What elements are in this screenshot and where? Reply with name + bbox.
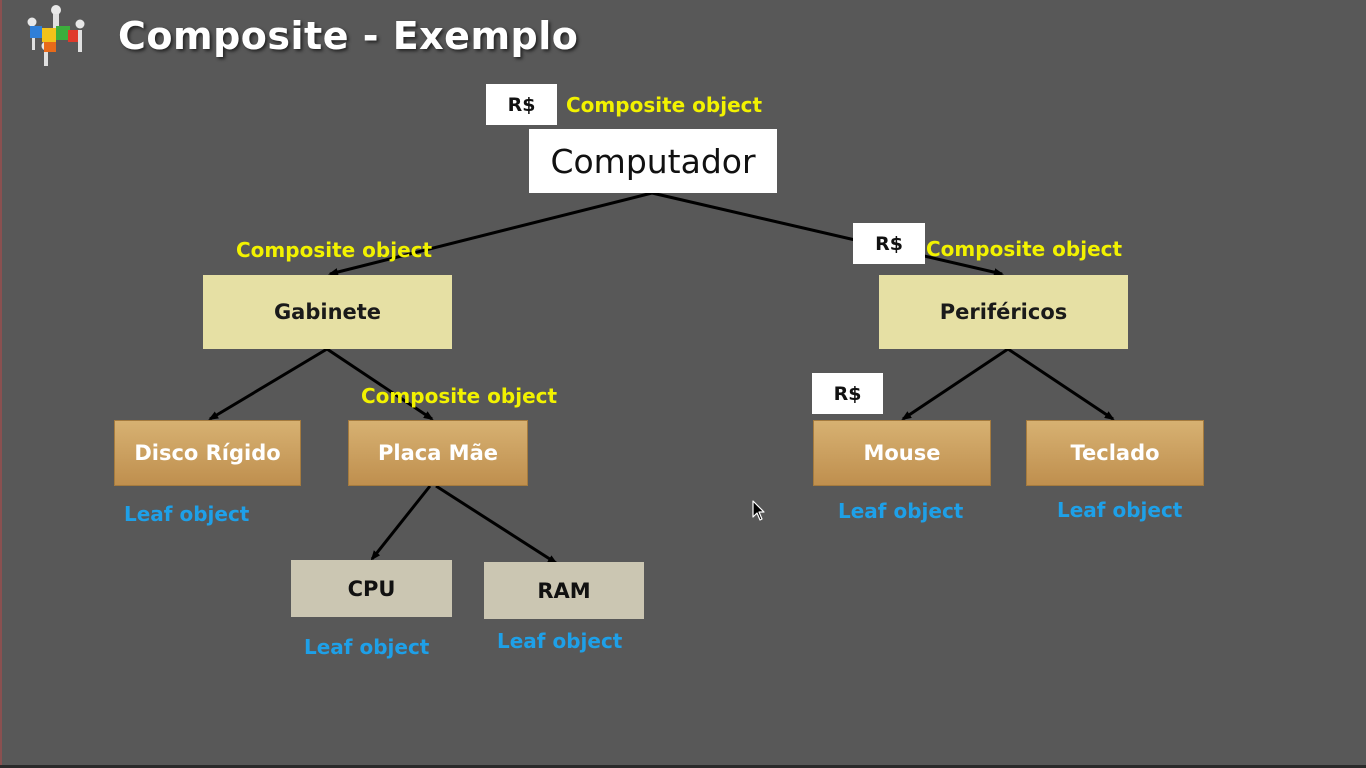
mouse-pointer-icon bbox=[752, 500, 765, 521]
leaf-label-mouse: Leaf object bbox=[838, 499, 964, 523]
price-tag-computador: R$ bbox=[486, 84, 557, 125]
node-mouse: Mouse bbox=[813, 420, 991, 486]
composite-label-perifericos: Composite object bbox=[926, 237, 1123, 261]
slide-bottom-edge bbox=[0, 765, 1366, 768]
node-teclado: Teclado bbox=[1026, 420, 1204, 486]
leaf-label-disco-rigido: Leaf object bbox=[124, 502, 250, 526]
slide-title: Composite - Exemplo bbox=[118, 14, 579, 58]
leaf-label-ram: Leaf object bbox=[497, 629, 623, 653]
leaf-label-cpu: Leaf object bbox=[304, 635, 430, 659]
composite-label-gabinete: Composite object bbox=[236, 238, 433, 262]
price-tag-mouse: R$ bbox=[812, 373, 883, 414]
price-tag-perifericos: R$ bbox=[853, 223, 925, 264]
node-cpu: CPU bbox=[291, 560, 452, 617]
edge-perifericos-mouse bbox=[901, 347, 1009, 421]
edge-placa-ram bbox=[435, 484, 558, 565]
edge-perifericos-teclado bbox=[1007, 347, 1115, 421]
slide-left-edge bbox=[0, 0, 2, 768]
composite-label-placa-mae: Composite object bbox=[361, 384, 558, 408]
edge-computador-perifericos bbox=[651, 191, 1004, 277]
node-gabinete: Gabinete bbox=[203, 275, 452, 349]
node-disco-rigido: Disco Rígido bbox=[114, 420, 301, 486]
node-computador: Computador bbox=[529, 129, 777, 193]
edge-gabinete-placa bbox=[326, 347, 434, 421]
edge-gabinete-disco bbox=[208, 347, 328, 421]
edge-computador-gabinete bbox=[328, 191, 653, 276]
puzzle-team-icon bbox=[27, 5, 85, 66]
composite-label-computador: Composite object bbox=[566, 93, 763, 117]
node-placa-mae: Placa Mãe bbox=[348, 420, 528, 486]
node-perifericos: Periféricos bbox=[879, 275, 1128, 349]
edge-placa-cpu bbox=[370, 485, 432, 561]
leaf-label-teclado: Leaf object bbox=[1057, 498, 1183, 522]
node-ram: RAM bbox=[484, 562, 644, 619]
